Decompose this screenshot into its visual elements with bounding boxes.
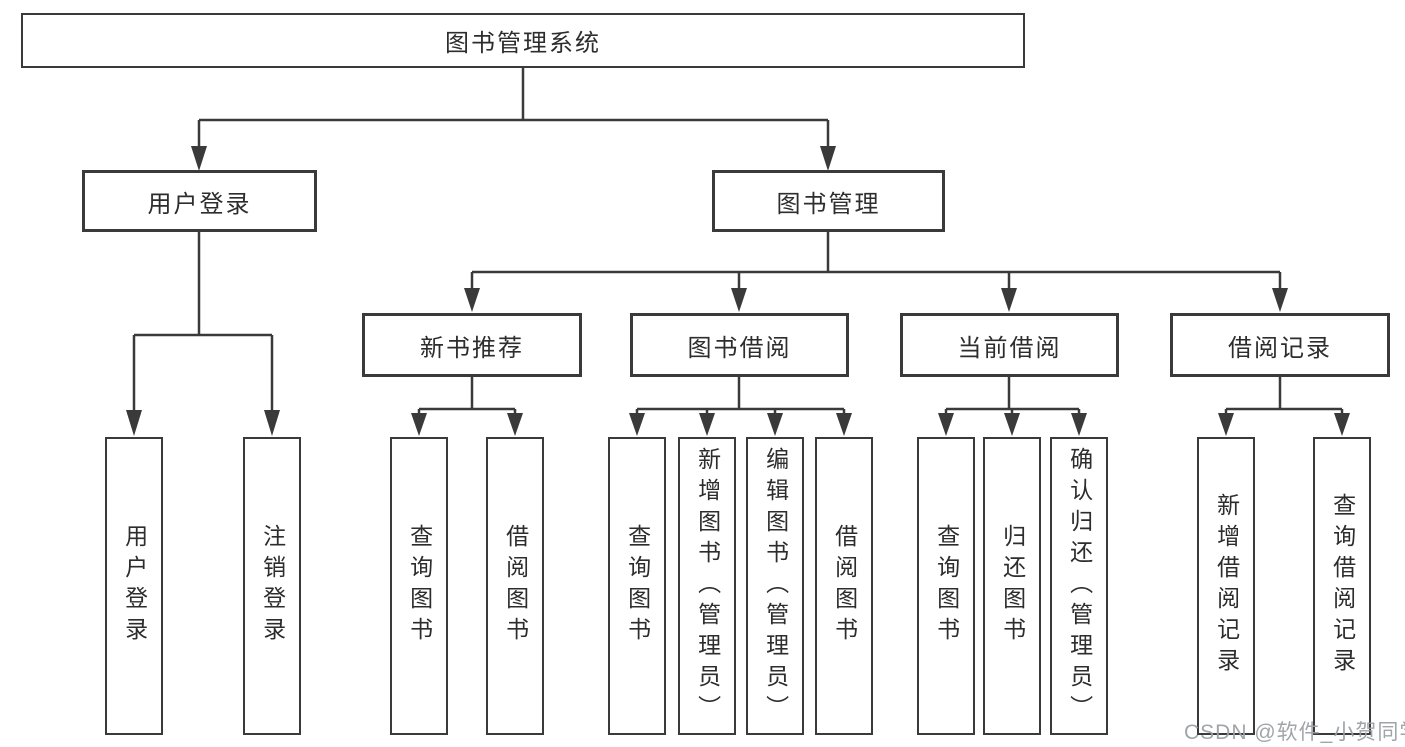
- leaf-label: 新增借阅记录: [1213, 493, 1240, 679]
- edge-borrowmgmt-to-leaves: [635, 376, 846, 416]
- leaf-return-books: 归还图书: [983, 437, 1041, 735]
- leaf-label: 注销登录: [259, 524, 286, 648]
- arrowhead: [731, 288, 747, 312]
- arrowhead: [464, 288, 480, 312]
- edge-records-to-leaves: [1224, 376, 1344, 416]
- leaf-label: 确认归还（管理员）: [1066, 446, 1093, 726]
- arrowhead: [1001, 288, 1017, 312]
- leaf-user-login: 用户登录: [105, 437, 163, 735]
- arrowhead: [507, 413, 523, 436]
- arrowhead: [767, 413, 783, 436]
- leaf-label: 查询图书: [406, 524, 433, 648]
- node-label: 图书管理系统: [445, 30, 601, 57]
- leaf-label: 查询借阅记录: [1329, 493, 1356, 679]
- leaf-borrow-books-recommend: 借阅图书: [486, 437, 544, 735]
- arrowheads: [126, 146, 1350, 436]
- arrowhead: [1272, 288, 1288, 312]
- leaf-label: 编辑图书（管理员）: [762, 446, 789, 726]
- csdn-watermark: CSDN @软件_小贺同学: [1184, 721, 1405, 744]
- edge-userlogin-to-leaves: [132, 232, 274, 412]
- leaf-logout-login: 注销登录: [243, 437, 301, 735]
- leaf-borrow-books: 借阅图书: [815, 437, 873, 735]
- node-book-management: 图书管理: [712, 170, 945, 232]
- node-label: 用户登录: [147, 190, 252, 218]
- edge-currentborrow-to-leaves: [944, 376, 1081, 416]
- arrowhead: [938, 413, 954, 436]
- leaf-label: 归还图书: [999, 524, 1026, 648]
- arrowhead: [836, 413, 852, 436]
- node-borrow-records: 借阅记录: [1170, 313, 1390, 377]
- leaf-query-books-recommend: 查询图书: [390, 437, 448, 735]
- node-new-book-recommend: 新书推荐: [362, 313, 582, 377]
- arrowhead: [191, 146, 207, 171]
- arrowhead: [1004, 413, 1020, 436]
- arrowhead: [411, 413, 427, 436]
- node-label: 借阅记录: [1228, 334, 1332, 362]
- node-root-system: 图书管理系统: [21, 13, 1025, 68]
- node-current-borrow: 当前借阅: [900, 313, 1119, 377]
- arrowhead: [629, 413, 645, 436]
- leaf-query-books-current: 查询图书: [917, 437, 975, 735]
- arrowhead: [1218, 413, 1234, 436]
- leaf-query-books-borrow: 查询图书: [608, 437, 666, 735]
- edge-bookmgmt-to-level3: [470, 231, 1282, 290]
- node-label: 当前借阅: [957, 334, 1062, 362]
- leaf-label: 查询图书: [624, 524, 651, 648]
- leaf-add-borrow-record: 新增借阅记录: [1197, 437, 1255, 735]
- node-user-login: 用户登录: [82, 170, 317, 232]
- leaf-label: 新增图书（管理员）: [694, 446, 721, 726]
- arrowhead: [1071, 413, 1087, 436]
- leaf-query-borrow-record: 查询借阅记录: [1313, 437, 1371, 735]
- leaf-label: 查询图书: [933, 524, 960, 648]
- arrowhead: [126, 410, 142, 436]
- leaf-label: 用户登录: [121, 524, 148, 648]
- leaf-confirm-return-admin: 确认归还（管理员）: [1050, 437, 1108, 735]
- leaf-label: 借阅图书: [502, 524, 529, 648]
- arrowhead: [699, 413, 715, 436]
- leaf-edit-book-admin: 编辑图书（管理员）: [746, 437, 804, 735]
- arrowhead: [264, 410, 280, 436]
- node-label: 图书管理: [776, 190, 881, 218]
- edge-root-to-level2: [197, 67, 830, 150]
- leaf-label: 借阅图书: [831, 524, 858, 648]
- arrowhead: [820, 146, 836, 171]
- node-label: 新书推荐: [420, 334, 524, 362]
- arrowhead: [1334, 413, 1350, 436]
- node-label: 图书借阅: [687, 334, 792, 362]
- node-book-borrow: 图书借阅: [630, 313, 849, 377]
- leaf-add-book-admin: 新增图书（管理员）: [678, 437, 736, 735]
- edge-recommend-to-leaves: [417, 376, 517, 416]
- edge-lines: [132, 67, 1344, 416]
